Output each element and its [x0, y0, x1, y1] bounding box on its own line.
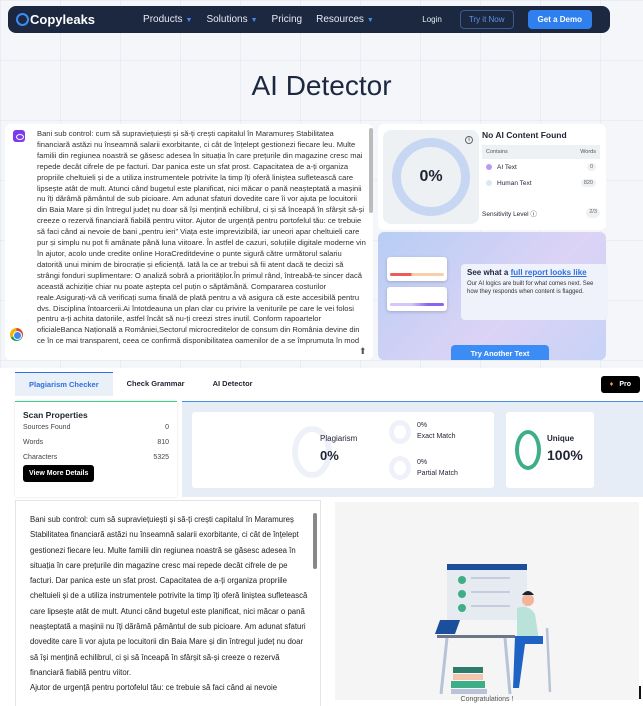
contents-table: Contains Words AI Text 0 Human Text 820 [482, 145, 600, 195]
full-report-link[interactable]: full report looks like [510, 268, 587, 277]
promo-body: Our AI logics are built for what comes n… [467, 281, 594, 295]
person-at-desk-illustration [434, 564, 552, 695]
info-icon[interactable]: ⓘ [530, 211, 537, 218]
sample-report-card [387, 257, 447, 281]
diamond-icon: ♦ [609, 380, 614, 388]
exact-label: Exact Match [417, 433, 456, 440]
view-more-details-button[interactable]: View More Details [23, 465, 95, 482]
ai-text-input[interactable]: Bani sub control: cum să supraviețuiești… [5, 124, 373, 360]
col-header: Contains [486, 149, 508, 155]
try-another-text-button[interactable]: Try Another Text [451, 345, 549, 360]
chevron-down-icon: ▼ [366, 17, 374, 24]
result-heading: No AI Content Found [482, 130, 567, 140]
text-paragraph: Bani sub control: cum să supraviețuiești… [30, 515, 294, 524]
scan-row: Sources Found 0 [23, 424, 169, 431]
row-value: 0 [586, 163, 596, 171]
plagiarism-ring [292, 426, 332, 478]
page-title: AI Detector [251, 70, 392, 101]
text-paragraph: Ajutor de urgență pentru portofelul tău:… [30, 683, 278, 693]
tab-plagiarism-checker[interactable]: Plagiarism Checker [15, 372, 113, 396]
sensitivity-label: Sensitivity Level [482, 211, 529, 218]
input-text[interactable]: Bani sub control: cum să supraviețuiești… [37, 129, 366, 345]
chevron-down-icon: ▼ [250, 17, 258, 24]
tab-check-grammar[interactable]: Check Grammar [126, 379, 185, 388]
row-label: Characters [23, 454, 58, 461]
ai-score-ring: 0% i [383, 130, 479, 224]
eye-icon[interactable] [13, 130, 25, 142]
plagiarism-text-input[interactable]: Bani sub control: cum să supraviețuiești… [15, 500, 321, 706]
scan-title: Scan Properties [23, 410, 88, 420]
tab-ai-detector[interactable]: AI Detector [212, 379, 253, 388]
nav-pricing[interactable]: Pricing [271, 14, 303, 25]
nav-solutions[interactable]: Solutions▼ [206, 14, 257, 25]
congratulations-illustration: Congratulations ! [335, 502, 639, 703]
text-paragraph: Stabilitatea financiară astăzi nu înseam… [30, 530, 308, 677]
ai-result-card: 0% i No AI Content Found Contains Words A… [378, 124, 606, 230]
nav-label: Resources [316, 14, 364, 25]
get-a-demo-button[interactable]: Get a Demo [527, 10, 592, 29]
sample-report-card [387, 287, 447, 311]
text-cursor [639, 686, 641, 699]
sensitivity-value: 2/3 [586, 208, 600, 218]
table-row: Human Text 820 [482, 175, 600, 191]
human-dot-icon [486, 179, 492, 186]
scrollbar[interactable] [369, 128, 373, 213]
pro-label: Pro [619, 380, 631, 388]
plagiarism-card: Plagiarism 0% 0% Exact Match 0% Partial … [192, 412, 494, 488]
table-row: AI Text 0 [482, 159, 600, 175]
plagiarism-label: Plagiarism [320, 434, 358, 443]
chevron-down-icon: ▼ [185, 17, 193, 24]
row-value: 820 [580, 179, 596, 187]
ai-dot-icon [486, 163, 492, 170]
row-value: 810 [157, 439, 169, 446]
arrow-up-icon[interactable]: ⬆ [359, 346, 367, 356]
login-link[interactable]: Login [422, 15, 442, 24]
logo-icon [16, 13, 29, 26]
scan-row: Words 810 [23, 439, 169, 446]
nav-label: Solutions [206, 14, 248, 25]
info-icon[interactable]: i [465, 136, 473, 144]
ai-percent: 0% [419, 168, 443, 185]
plagiarism-results: Plagiarism 0% 0% Exact Match 0% Partial … [182, 401, 643, 497]
congratulations-text: Congratulations ! [460, 696, 514, 703]
unique-card: Unique 100% [506, 412, 594, 488]
unique-label: Unique [547, 434, 575, 443]
unique-value: 100% [547, 447, 583, 463]
nav-resources[interactable]: Resources▼ [316, 14, 374, 25]
top-navbar: Copyleaks Products▼ Solutions▼ Pricing R… [8, 6, 610, 33]
copyleaks-logo[interactable]: Copyleaks [16, 12, 95, 27]
nav-label: Products [143, 14, 183, 25]
exact-value: 0% [417, 422, 428, 429]
partial-ring [389, 456, 411, 480]
tool-tabs: Plagiarism Checker Check Grammar AI Dete… [15, 372, 643, 396]
chrome-icon[interactable] [10, 328, 23, 341]
row-label: AI Text [497, 163, 517, 171]
ai-detector-page: Copyleaks Products▼ Solutions▼ Pricing R… [0, 0, 643, 368]
promo-title: See what a [467, 268, 511, 277]
partial-value: 0% [417, 459, 428, 466]
row-value: 0 [165, 424, 169, 431]
sensitivity-level[interactable]: Sensitivity Level ⓘ 2/3 [482, 208, 600, 218]
plagiarism-value: 0% [320, 448, 339, 463]
promo-text: See what a full report looks like Our AI… [461, 264, 608, 320]
partial-label: Partial Match [417, 470, 458, 477]
scan-row: Characters 5325 [23, 454, 169, 461]
logo-text: Copyleaks [30, 12, 96, 27]
row-label: Human Text [497, 179, 532, 187]
exact-ring [389, 420, 411, 444]
col-header: Words [580, 149, 596, 155]
row-value: 5325 [153, 454, 169, 461]
input-text[interactable]: Bani sub control: cum să supraviețuiești… [30, 512, 310, 702]
report-promo: See what a full report looks like Our AI… [378, 232, 608, 360]
pro-button[interactable]: ♦ Pro [600, 375, 640, 393]
nav-products[interactable]: Products▼ [143, 14, 192, 25]
row-label: Words [23, 439, 44, 446]
row-label: Sources Found [23, 424, 71, 431]
unique-ring [515, 430, 541, 470]
scrollbar[interactable] [313, 513, 317, 569]
try-it-now-button[interactable]: Try it Now [459, 10, 514, 29]
